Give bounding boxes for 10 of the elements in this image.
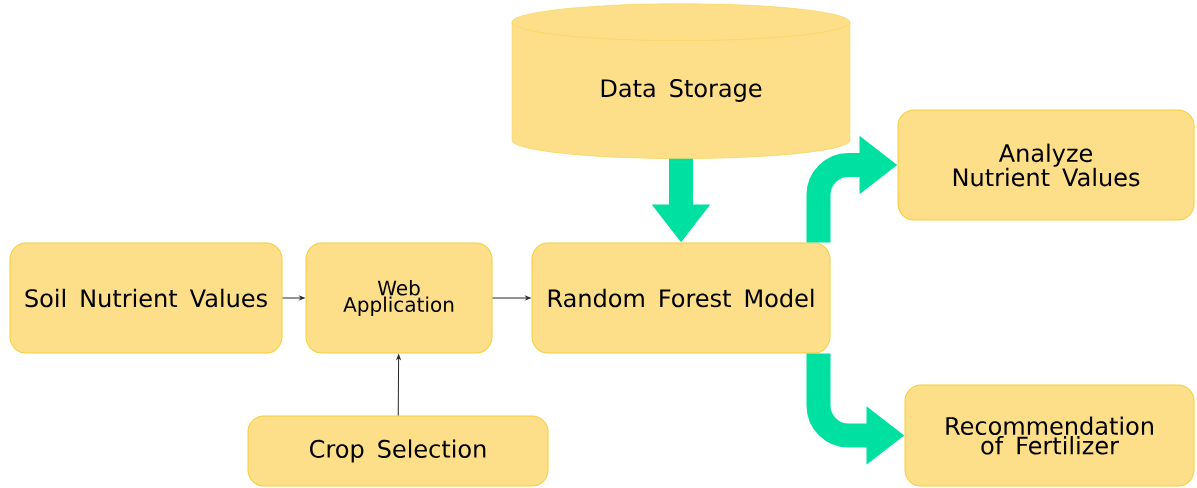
process-box: Recommendation of Fertilizer	[904, 384, 1195, 487]
process-box: Analyze Nutrient Values	[897, 109, 1195, 221]
process-box: Soil Nutrient Values	[9, 242, 283, 354]
process-box: Crop Selection	[247, 415, 549, 487]
arrow	[396, 354, 401, 416]
arrow	[282, 296, 305, 300]
cylinder-storage: Data Storage	[511, 3, 851, 159]
process-box: Random Forest Model	[531, 242, 831, 354]
arrow	[492, 296, 531, 300]
process-box: Web Application	[305, 242, 493, 354]
